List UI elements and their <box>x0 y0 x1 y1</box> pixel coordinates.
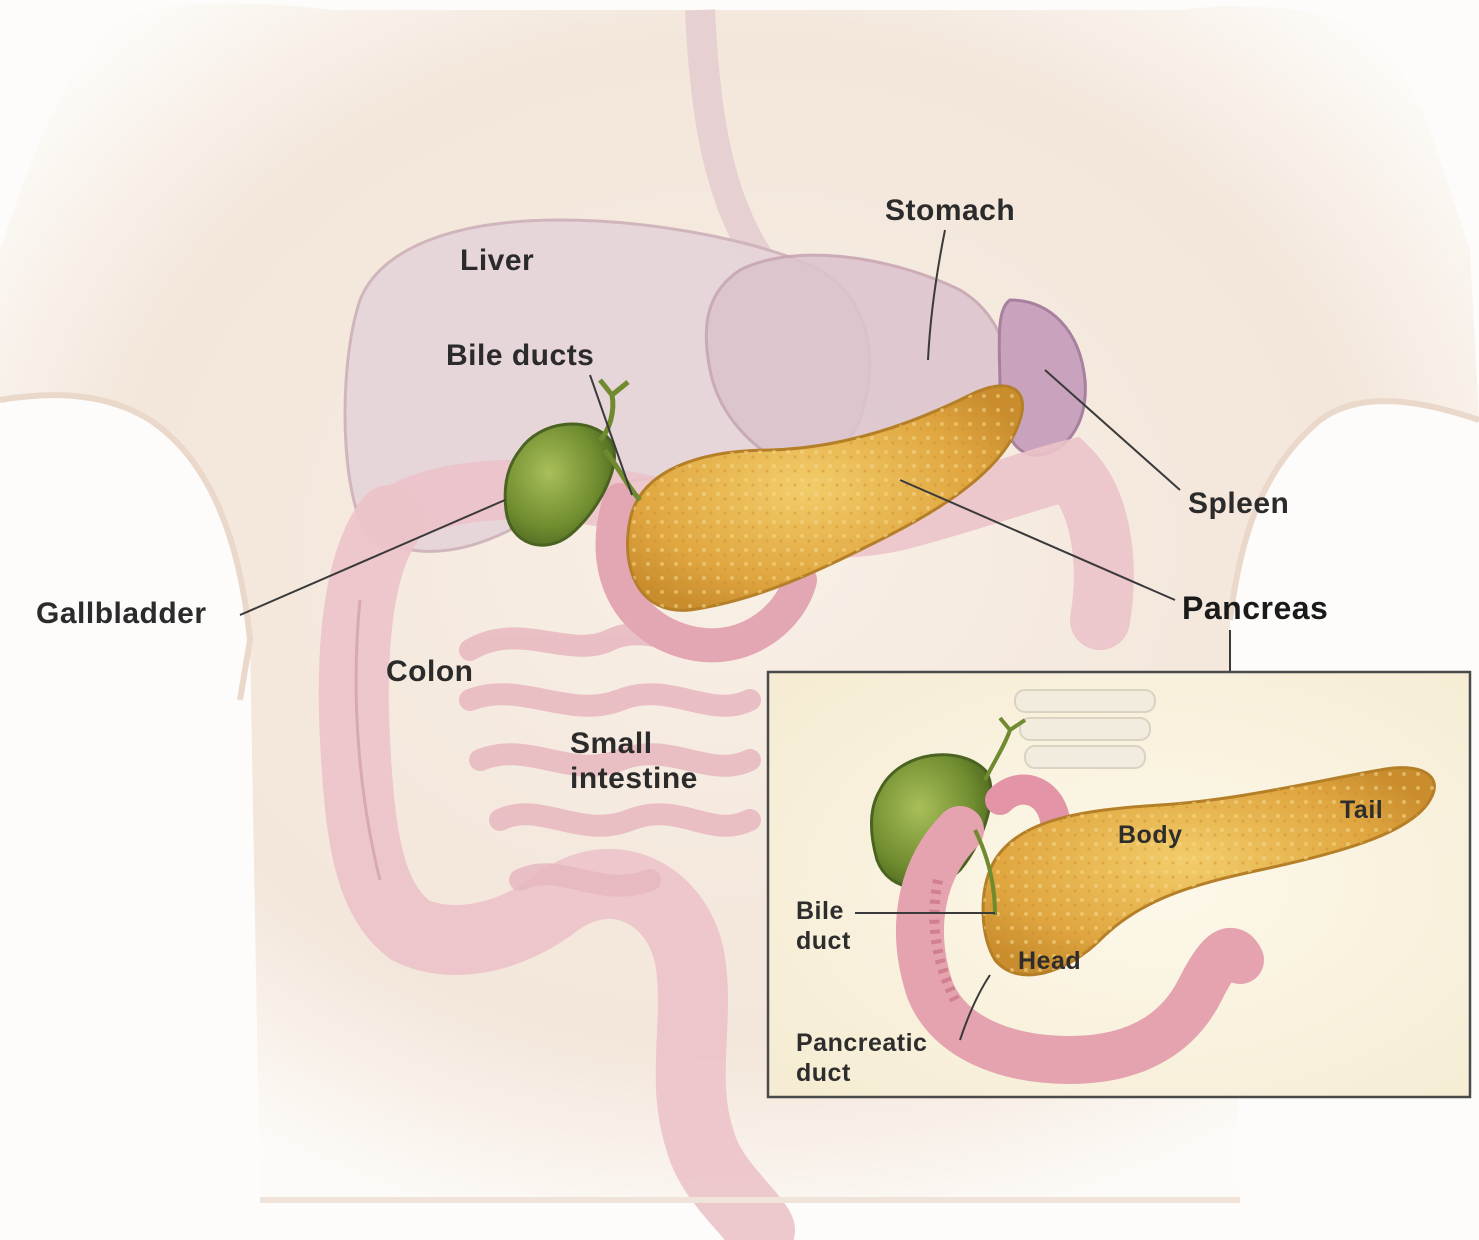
label-bile-ducts: Bile ducts <box>446 340 594 372</box>
inset-label-pancreatic-duct: duct <box>796 1060 851 1086</box>
label-pancreas: Pancreas <box>1182 592 1328 626</box>
inset-label-bile: Bile <box>796 898 844 924</box>
label-small: Small <box>570 728 653 760</box>
inset-label-body: Body <box>1118 822 1183 848</box>
label-spleen: Spleen <box>1188 488 1289 520</box>
label-liver: Liver <box>460 245 534 277</box>
label-stomach: Stomach <box>885 195 1015 227</box>
label-colon: Colon <box>386 656 473 688</box>
inset-label-tail: Tail <box>1340 797 1383 823</box>
inset-label-duct: duct <box>796 928 851 954</box>
label-intestine: intestine <box>570 763 698 795</box>
inset-label-head: Head <box>1018 948 1081 974</box>
inset-label-pancreatic: Pancreatic <box>796 1030 927 1056</box>
label-gallbladder: Gallbladder <box>36 598 207 630</box>
